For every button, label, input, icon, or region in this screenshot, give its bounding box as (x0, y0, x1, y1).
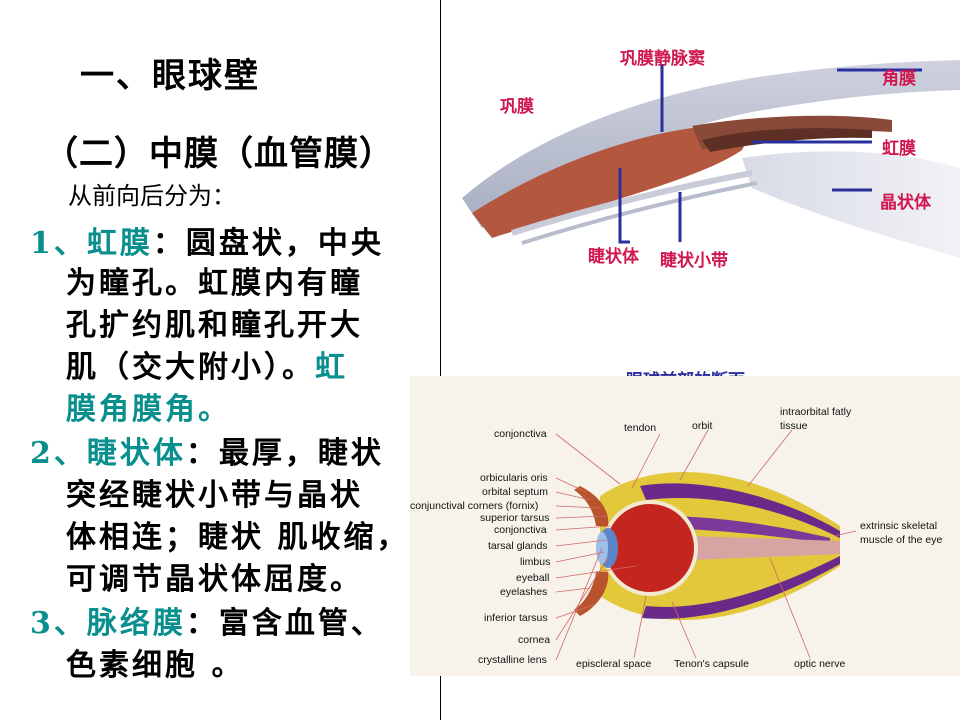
label-cornea: 角膜 (882, 69, 916, 89)
label-eyelashes: eyelashes (500, 586, 548, 598)
label-cornea-en: cornea (518, 634, 551, 646)
item-1-text: ：圆盘状，中央 (152, 226, 384, 261)
label-optic-nerve: optic nerve (794, 658, 846, 670)
label-orbicularis-oris: orbicularis oris (480, 472, 548, 484)
item-1-line-2: 为瞳孔。虹膜内有瞳 (66, 266, 363, 301)
anterior-eye-section-figure: 巩膜静脉窦 巩膜 角膜 虹膜 晶状体 睫状体 睫状小带 (452, 28, 960, 290)
item-2-line-3: 体相连；睫状 肌收缩， (66, 520, 410, 555)
item-2-line-1: 2、睫状体：最厚，睫状 (30, 428, 384, 472)
label-episcleral-space: episcleral space (576, 658, 652, 670)
item-3-text: ：富含血管、 (185, 606, 384, 641)
label-conjunctival-corners: conjunctival corners (fornix) (410, 500, 539, 512)
label-tenons-capsule: Tenon's capsule (674, 658, 749, 670)
label-lens: 晶状体 (880, 193, 931, 213)
label-ciliary-body: 睫状体 (588, 247, 639, 267)
label-scleral-venous-sinus: 巩膜静脉窦 (620, 49, 705, 69)
label-inferior-tarsus: inferior tarsus (484, 612, 548, 624)
label-conjonctiva-mid: conjonctiva (494, 524, 547, 536)
label-ciliary-zonule: 睫状小带 (660, 251, 728, 271)
label-crystalline-lens: crystalline lens (478, 654, 547, 666)
item-2-heading: 2、睫状体 (30, 436, 186, 471)
label-extrinsic-skeletal: extrinsic skeletal (860, 520, 938, 532)
label-limbus: limbus (520, 556, 551, 568)
anterior-eye-illustration (462, 60, 960, 258)
section-subtitle: （二）中膜（血管膜） (44, 134, 394, 174)
item-1-line-4b: 虹 (315, 350, 348, 385)
label-eyeball: eyeball (516, 572, 550, 584)
item-1-line-5: 膜角膜角。 (66, 392, 231, 427)
label-tissue: tissue (780, 420, 808, 432)
item-3-line-2: 色素细胞 。 (66, 648, 245, 683)
item-3-line-1: 3、脉络膜：富含血管、 (30, 598, 384, 642)
item-1-line-4: 肌（交大附小）。虹 (66, 342, 348, 386)
item-1-heading: 1、虹膜 (30, 226, 153, 261)
item-2-line-2: 突经睫状小带与晶状 (66, 478, 363, 513)
item-2-line-4: 可调节晶状体屈度。 (66, 562, 363, 597)
item-1-line-3: 孔扩约肌和瞳孔开大 (66, 308, 363, 343)
page-title: 一、眼球壁 (80, 56, 260, 96)
item-1-line-4a: 肌（交大附小）。 (66, 350, 315, 385)
label-orbital-septum: orbital septum (482, 486, 548, 498)
item-2-text: ：最厚，睫状 (185, 436, 384, 471)
label-sclera: 巩膜 (500, 97, 534, 117)
item-3-heading: 3、脉络膜 (30, 606, 186, 641)
label-iris: 虹膜 (882, 139, 916, 159)
label-tendon: tendon (624, 422, 657, 434)
column-divider (440, 0, 441, 720)
label-intraorbital-fatly: intraorbital fatly (780, 406, 852, 418)
intro-text: 从前向后分为： (68, 182, 236, 210)
label-tarsal-glands: tarsal glands (488, 540, 548, 552)
item-1-line-1: 1、虹膜：圆盘状，中央 (30, 218, 384, 262)
eye-orbit-cross-section-figure: conjonctiva orbicularis oris orbital sep… (410, 376, 960, 676)
eye-orbit-illustration (555, 429, 857, 661)
label-conjonctiva-top: conjonctiva (494, 428, 547, 440)
label-orbit: orbit (692, 420, 713, 432)
label-muscle-of-the-eye: muscle of the eye (860, 534, 943, 546)
label-superior-tarsus: superior tarsus (480, 512, 550, 524)
